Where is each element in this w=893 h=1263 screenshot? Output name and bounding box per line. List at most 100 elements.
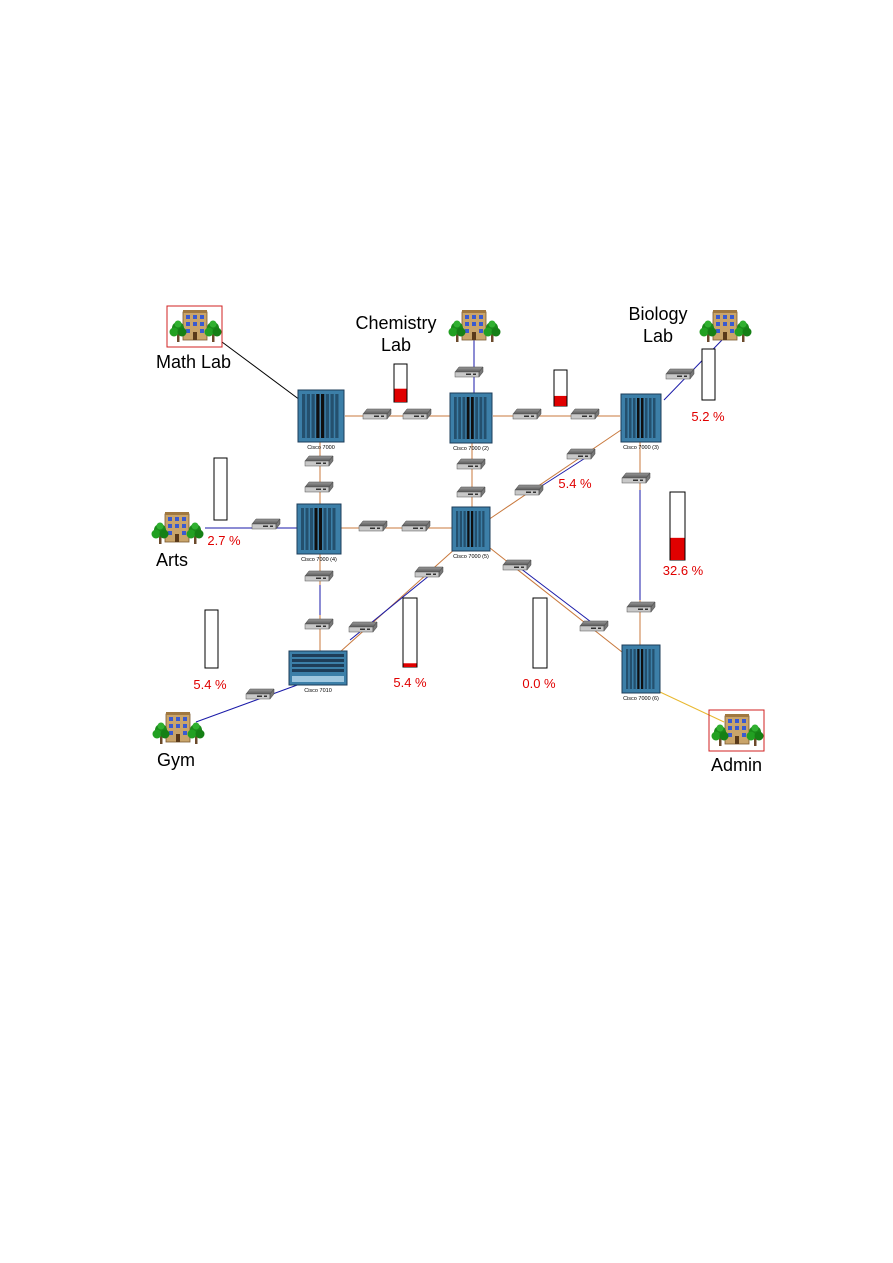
building-label-chem: Chemistry bbox=[355, 313, 436, 333]
utilization-percent: 0.0 % bbox=[522, 676, 556, 691]
utilization-bars: 5.2 % 5.4 % 2.7 % 32.6 % 5.4 % 5.4 % 0.0 % bbox=[193, 348, 725, 692]
router-slot bbox=[325, 394, 329, 438]
router-r7: Cisco 7010 bbox=[288, 650, 348, 694]
router-slot bbox=[648, 649, 651, 689]
modem-icon bbox=[304, 570, 334, 582]
building-icon bbox=[170, 310, 222, 342]
router-slot bbox=[471, 511, 474, 547]
link-r3r5b bbox=[539, 454, 591, 488]
selection-box bbox=[166, 305, 223, 348]
utilization-fill bbox=[670, 537, 685, 560]
utilization-u_r5r7: 5.4 % bbox=[393, 597, 427, 690]
router-label: Cisco 7000 bbox=[307, 445, 335, 451]
modem-icon bbox=[514, 484, 544, 496]
modem-icon bbox=[502, 559, 532, 571]
modem-icon bbox=[456, 486, 486, 498]
router-r1: Cisco 7000 bbox=[297, 389, 345, 451]
modem-icon bbox=[621, 472, 651, 484]
building-label-bio: Lab bbox=[643, 326, 673, 346]
router-slot bbox=[462, 397, 466, 439]
router-label: Cisco 7000 (2) bbox=[453, 446, 489, 452]
utilization-u_r2r3 bbox=[553, 369, 568, 407]
building-icon bbox=[152, 512, 204, 544]
router-label: Cisco 7000 (5) bbox=[453, 554, 489, 560]
router-slot bbox=[305, 508, 309, 550]
router-slot bbox=[633, 649, 636, 689]
modem-icon bbox=[570, 408, 600, 420]
buildings bbox=[152, 305, 765, 752]
utilization-bar bbox=[701, 348, 716, 401]
building-bio bbox=[700, 310, 752, 342]
utilization-bar bbox=[532, 597, 548, 669]
modem-icon bbox=[401, 520, 431, 532]
router-slot bbox=[483, 397, 487, 439]
router-slot bbox=[311, 394, 315, 438]
building-label-chem: Lab bbox=[381, 335, 411, 355]
router-slot bbox=[653, 398, 656, 438]
modem-icon bbox=[665, 368, 695, 380]
router-r2: Cisco 7000 (2) bbox=[449, 392, 493, 452]
utilization-u_bio: 5.2 % bbox=[691, 348, 725, 424]
router-slot bbox=[328, 508, 331, 550]
switch-slot bbox=[292, 654, 344, 657]
router-slot bbox=[629, 649, 632, 689]
selection-box bbox=[708, 709, 765, 752]
router-slot bbox=[306, 394, 310, 438]
utilization-u_r3r5: 5.4 % bbox=[558, 476, 592, 491]
router-slot bbox=[302, 394, 306, 438]
router-slot bbox=[454, 397, 457, 439]
modem-icon bbox=[304, 481, 334, 493]
router-slot bbox=[458, 397, 461, 439]
link-math bbox=[221, 341, 301, 401]
building-icon bbox=[449, 310, 501, 342]
router-slot bbox=[456, 511, 459, 547]
router-r6: Cisco 7000 (6) bbox=[621, 644, 661, 702]
router-label: Cisco 7010 bbox=[304, 688, 332, 694]
router-slot bbox=[475, 397, 478, 439]
building-label-arts: Arts bbox=[156, 550, 188, 570]
router-slot bbox=[478, 511, 481, 547]
building-icon bbox=[153, 712, 205, 744]
routers: Cisco 7000 Cisco 7000 (2) Cisco 7000 (3) Ci… bbox=[288, 389, 662, 702]
utilization-fill bbox=[554, 395, 567, 406]
router-slot bbox=[645, 398, 648, 438]
utilization-percent: 2.7 % bbox=[207, 533, 241, 548]
modem-icon bbox=[348, 621, 378, 633]
router-slot bbox=[637, 649, 640, 689]
utilization-u_r5r6: 0.0 % bbox=[522, 597, 556, 691]
router-label: Cisco 7000 (6) bbox=[623, 696, 659, 702]
router-slot bbox=[316, 394, 320, 438]
modem-icon bbox=[626, 601, 656, 613]
utilization-bar bbox=[402, 597, 418, 668]
building-icon bbox=[712, 714, 764, 746]
router-slot bbox=[629, 398, 632, 438]
modem-icon bbox=[362, 408, 392, 420]
router-slot bbox=[479, 397, 483, 439]
utilization-percent: 32.6 % bbox=[663, 563, 704, 578]
router-slot bbox=[652, 649, 655, 689]
router-slot bbox=[474, 511, 477, 547]
router-slot bbox=[625, 398, 628, 438]
modem-icon bbox=[414, 566, 444, 578]
router-r3: Cisco 7000 (3) bbox=[620, 393, 662, 451]
modem-icon bbox=[454, 366, 484, 378]
link-r3r5 bbox=[487, 429, 622, 521]
building-label-admin: Admin bbox=[711, 755, 762, 775]
router-slot bbox=[471, 397, 474, 439]
router-slot bbox=[321, 394, 325, 438]
modem-icon bbox=[304, 455, 334, 467]
switch-slot bbox=[292, 664, 344, 667]
building-math bbox=[166, 305, 223, 348]
modem-icon bbox=[402, 408, 432, 420]
router-slot bbox=[459, 511, 462, 547]
utilization-percent: 5.4 % bbox=[193, 677, 227, 692]
router-r5: Cisco 7000 (5) bbox=[451, 506, 491, 560]
switch-slot bbox=[292, 669, 344, 672]
router-label: Cisco 7000 (4) bbox=[301, 557, 337, 563]
utilization-bar bbox=[213, 457, 228, 521]
utilization-percent: 5.2 % bbox=[691, 409, 725, 424]
building-gym bbox=[153, 712, 205, 744]
router-slot bbox=[637, 398, 640, 438]
